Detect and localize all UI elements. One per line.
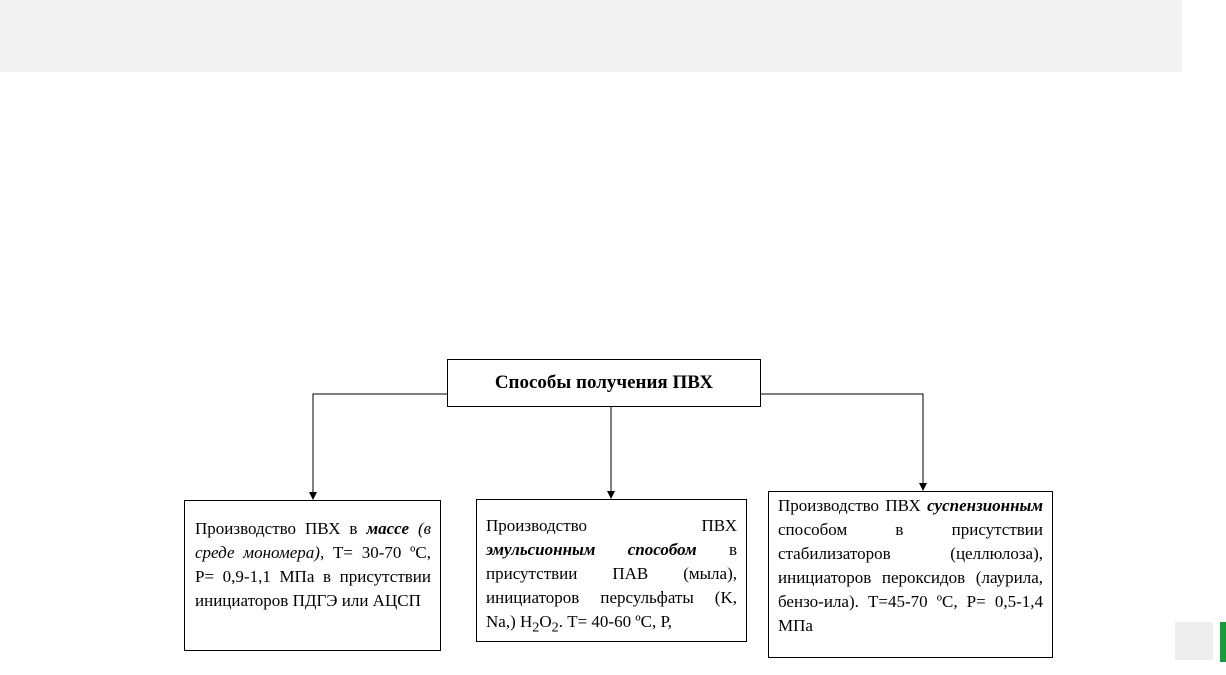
text-run: Производство ПВХ в: [195, 519, 367, 538]
method-text-suspension: Производство ПВХ суспензионным способом …: [778, 494, 1043, 638]
header-band: [0, 0, 1182, 72]
subscript: 2: [551, 619, 559, 636]
text-run: Производство ПВХ: [778, 496, 928, 515]
text-run: O: [539, 612, 552, 631]
text-run: эмульсионным способом: [486, 540, 697, 559]
subscript: 2: [532, 619, 540, 636]
text-run: , Т= 30-70 ºС, Р= 0,9-1,1 МПа в присутст…: [195, 543, 431, 610]
text-run: суспензионным: [927, 496, 1043, 515]
text-run: . Т= 40-60 ºС, Р,: [558, 612, 673, 631]
connector-right: [761, 393, 927, 491]
method-node-emulsion: Производство ПВХ эмульсионным способом в…: [476, 499, 747, 642]
text-run: (в среде мономера): [195, 519, 432, 562]
connector-left: [309, 393, 447, 500]
method-node-mass: Производство ПВХ в массе (в среде мономе…: [184, 500, 441, 651]
root-node: Способы получения ПВХ: [447, 359, 761, 407]
method-text-mass: Производство ПВХ в массе (в среде мономе…: [195, 517, 431, 613]
root-node-label: Способы получения ПВХ: [494, 372, 714, 393]
text-run: [409, 519, 418, 538]
accent-bar: [1220, 622, 1226, 662]
text-run: в присутствии ПАВ (мыла), инициаторов пе…: [486, 540, 737, 631]
text-run: Производство ПВХ: [486, 516, 737, 535]
text-run: способом в присутствии стабилизаторов (ц…: [778, 520, 1043, 635]
method-node-suspension: Производство ПВХ суспензионным способом …: [768, 491, 1053, 658]
method-text-emulsion: Производство ПВХ эмульсионным способом в…: [486, 514, 737, 639]
nav-button[interactable]: [1175, 622, 1213, 660]
text-run: массе: [366, 519, 409, 538]
